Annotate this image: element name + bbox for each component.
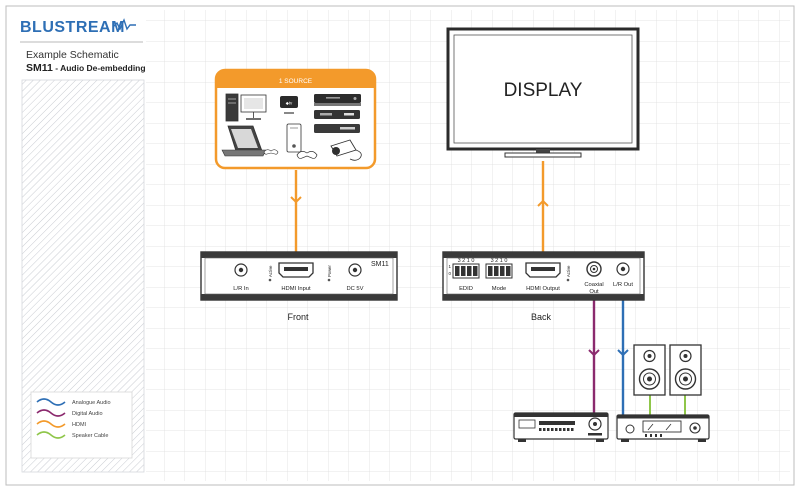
edid-dip-digits: 3 2 1 0 — [458, 258, 475, 264]
apple-tv-icon: ◆tv — [280, 96, 298, 114]
back-active-label: Active — [566, 265, 571, 277]
cables — [290, 161, 686, 415]
display-label: DISPLAY — [504, 80, 583, 101]
coaxial-out-label: Out — [589, 289, 599, 295]
analogue-arrow-down — [617, 349, 629, 357]
power-led — [327, 278, 331, 282]
legend-label-hdmi: HDMI — [72, 422, 87, 428]
coaxial-arrow-down — [588, 349, 600, 357]
pc-icon — [225, 93, 267, 122]
front-panel: SM11 L/R In Active HDMI Input Power DC 5… — [200, 251, 398, 301]
coaxial-label: Coaxial — [584, 282, 603, 288]
edid-label: EDID — [459, 286, 473, 292]
av-receiver-icon — [513, 412, 609, 442]
front-active-label: Active — [268, 265, 273, 277]
hdmi-arrow-up — [537, 199, 549, 207]
game-console-icon — [263, 123, 318, 159]
power-label: Power — [327, 265, 332, 277]
lr-out-label: L/R Out — [613, 282, 633, 288]
back-active-led — [566, 278, 570, 282]
front-active-led — [268, 278, 272, 282]
mode-dip-digits: 3 2 1 0 — [491, 258, 508, 264]
sidebar-subtitle: Example Schematic — [26, 49, 119, 61]
lr-in-label: L/R In — [233, 286, 248, 292]
bluray-player-icon — [314, 94, 361, 106]
front-model-tag: SM11 — [371, 261, 389, 268]
hdmi-input-label: HDMI Input — [281, 286, 311, 292]
sidebar: BLUSTREAM Example Schematic SM11 - Audio… — [20, 18, 146, 473]
hdmi-arrow-down — [290, 196, 302, 204]
legend-box — [30, 391, 133, 459]
speaker-left-icon — [633, 344, 666, 396]
legend-label-analogue: Analogue Audio — [72, 400, 111, 406]
legend-swatch-digital — [36, 409, 66, 417]
brand-logo: BLUSTREAM — [20, 19, 125, 36]
back-caption: Back — [531, 312, 552, 322]
legend-label-digital: Digital Audio — [72, 411, 103, 417]
source-header — [216, 70, 375, 88]
mode-label: Mode — [492, 286, 507, 292]
edid-dip-off: 0 — [449, 271, 452, 276]
settop-box-icon — [314, 110, 360, 119]
sidebar-heading: SM11 - Audio De-embedding — [26, 62, 146, 74]
sidebar-description: - Audio De-embedding — [53, 63, 146, 73]
legend: Analogue Audio Digital Audio HDMI Speake… — [30, 391, 133, 459]
media-player-icon — [314, 124, 360, 133]
legend-swatch-speaker — [36, 431, 66, 439]
source-box: 1 SOURCE ◆tv — [214, 68, 377, 170]
hdmi-output-label: HDMI Output — [526, 286, 560, 292]
camera-icon — [330, 139, 362, 161]
edid-dip-on: 1 — [449, 264, 452, 269]
svg-text:◆tv: ◆tv — [286, 101, 293, 106]
display-tv: DISPLAY — [446, 27, 640, 158]
amplifier-icon — [616, 414, 710, 442]
logo-wave-icon — [112, 18, 136, 31]
legend-swatch-analogue — [36, 398, 66, 406]
laptop-icon — [221, 125, 267, 157]
legend-label-speaker: Speaker Cable — [72, 433, 108, 439]
source-title: 1 SOURCE — [279, 78, 313, 85]
sidebar-model: SM11 — [26, 62, 53, 74]
legend-swatch-hdmi — [36, 420, 66, 428]
front-caption: Front — [287, 312, 309, 322]
speaker-right-icon — [669, 344, 702, 396]
back-panel: 3 2 1 0 1 0 EDID 3 2 1 0 Mode HDMI Outpu… — [442, 251, 645, 301]
dc-label: DC 5V — [346, 286, 363, 292]
